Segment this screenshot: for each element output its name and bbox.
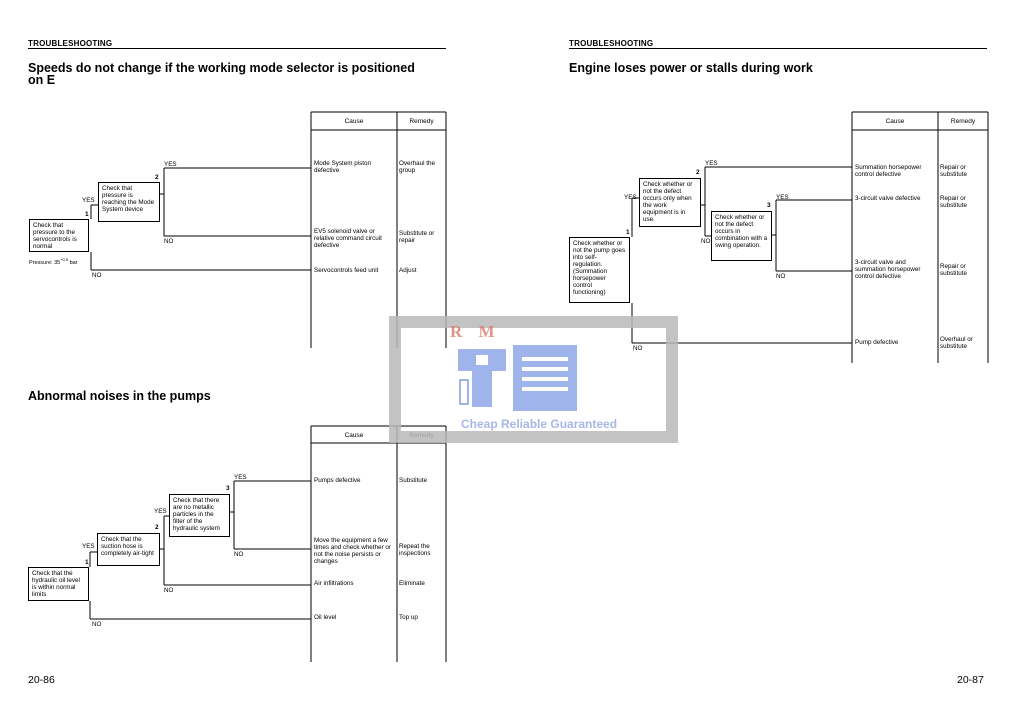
chart2-yes-label-3: YES [234, 474, 247, 481]
chart2-step-number-2: 2 [155, 524, 159, 531]
left-header: TROUBLESHOOTING [28, 39, 113, 48]
chart2-yes-label-2: YES [154, 508, 167, 515]
chart2-step-number-3: 3 [226, 485, 230, 492]
chart2-cause-1: Pumps defective [314, 477, 361, 484]
chart1-no-label-2: NO [164, 238, 174, 245]
chart1-title: Speeds do not change if the working mode… [28, 61, 448, 87]
chart3-check-box-1: Check whether or not the pump goes into … [569, 237, 630, 303]
chart3-remedy-1: Repair or substitute [940, 164, 967, 178]
chart2-yes-label-1: YES [82, 543, 95, 550]
chart1-check-box-2: Check that pressure is reaching the Mode… [98, 182, 160, 222]
pressure-unit: bar [69, 259, 78, 266]
chart2-check-box-3: Check that there are no metallic particl… [169, 494, 230, 537]
chart1-title-line1: Speeds do not change if the working mode… [28, 61, 415, 75]
watermark-tagline: Cheap Reliable Guaranteed [461, 417, 618, 431]
left-page-number: 20-86 [28, 674, 55, 686]
chart1-step-number-1: 1 [85, 211, 89, 218]
chart2-cause-3: Air infiltrations [314, 580, 354, 587]
chart1-yes-label-1: YES [82, 197, 95, 204]
chart1-cause-2: EV5 solenoid valve or relative command c… [314, 228, 382, 249]
chart2-check-box-2: Check that the suction hose is completel… [97, 533, 160, 566]
chart1-remedy-3: Adjust [399, 267, 417, 274]
chart2-step-number-1: 1 [85, 559, 89, 566]
chart2-no-label-3: NO [234, 551, 244, 558]
chart2-check-box-1: Check that the hydraulic oil level is wi… [28, 567, 89, 601]
chart3-cause-1: Summation horsepower control defective [855, 164, 922, 178]
chart3-step-number-3: 3 [767, 202, 771, 209]
chart1-cause-3: Servocontrols feed unit [314, 267, 379, 274]
chart2-cause-2: Move the equipment a few times and check… [314, 537, 391, 565]
chart3-yes-label-3: YES [776, 194, 789, 201]
chart3-no-label-1: NO [633, 345, 643, 352]
chart1-title-line2: on E [28, 73, 56, 87]
chart2-remedy-1: Substitute [399, 477, 428, 484]
pressure-value: Pressure: 35 [29, 259, 61, 266]
chart3-yes-label-2: YES [705, 160, 718, 167]
chart3-check-box-2: Check whether or not the defect occurs o… [639, 178, 701, 227]
right-header-rule [569, 48, 987, 49]
chart1-no-label-1: NO [92, 272, 102, 279]
chart2-no-label-1: NO [92, 621, 102, 628]
chart2-remedy-3: Eliminate [399, 580, 425, 587]
chart3-cause-3: 3-circuit valve and summation horsepower… [855, 259, 921, 280]
chart3-cause-4: Pump defective [855, 339, 899, 346]
chart1-remedy-1: Overhaul the group [399, 160, 436, 174]
chart1-cause-header: Cause [344, 118, 364, 125]
right-header: TROUBLESHOOTING [569, 39, 654, 48]
chart2-remedy-2: Repeat the inspections [399, 543, 431, 557]
chart1-remedy-header: Remedy [409, 118, 434, 125]
right-page-number: 20-87 [957, 674, 984, 686]
left-header-rule [28, 48, 446, 49]
chart2-title: Abnormal noises in the pumps [28, 389, 211, 403]
chart1-remedy-2: Substitute or repair [399, 230, 435, 244]
watermark-letters: R M [450, 322, 501, 341]
chart1-step-number-2: 2 [155, 174, 159, 181]
chart3-step-number-2: 2 [696, 169, 700, 176]
chart2-cause-4: Oil level [314, 614, 337, 621]
chart2-remedy-4: Top up [399, 614, 418, 621]
chart2-cause-header: Cause [344, 432, 364, 439]
chart1-cause-1: Mode System piston defective [314, 160, 372, 174]
chart3-no-label-3: NO [776, 273, 786, 280]
chart3-no-label-2: NO [701, 238, 711, 245]
chart1-check-box-1: Check that pressure to the servocontrols… [29, 219, 89, 252]
chart3-remedy-4: Overhaul or substitute [940, 336, 973, 350]
chart3-check-box-3: Check whether or not the defect occurs i… [711, 211, 772, 261]
chart3-yes-label-1: YES [624, 194, 637, 201]
chart3-remedy-3: Repair or substitute [940, 263, 967, 277]
watermark-frame [389, 316, 678, 443]
chart1-pressure-note: Pressure: 35+0.5 bar [29, 256, 78, 267]
pressure-tolerance: +0.5 [60, 257, 69, 262]
chart1-yes-label-2: YES [164, 161, 177, 168]
chart3-cause-header: Cause [885, 118, 905, 125]
chart3-cause-2: 3-circuit valve defective [855, 195, 921, 202]
chart3-title: Engine loses power or stalls during work [569, 61, 813, 75]
chart2-no-label-2: NO [164, 587, 174, 594]
chart3-step-number-1: 1 [626, 229, 630, 236]
chart3-remedy-2: Repair or substitute [940, 195, 967, 209]
chart3-remedy-header: Remedy [950, 118, 976, 125]
